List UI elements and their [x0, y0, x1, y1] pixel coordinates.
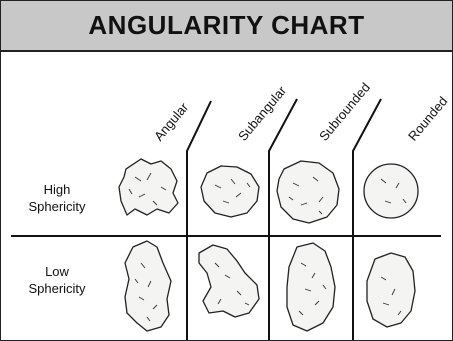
- grain-subrounded-high: [277, 161, 339, 223]
- grain-rounded-low: [367, 253, 415, 327]
- grain-angular-high: [119, 159, 178, 215]
- grain-rounded-high: [364, 164, 418, 218]
- grain-subrounded-low: [287, 243, 335, 331]
- grain-subangular-high: [201, 166, 259, 217]
- grain-subangular-low: [199, 245, 259, 317]
